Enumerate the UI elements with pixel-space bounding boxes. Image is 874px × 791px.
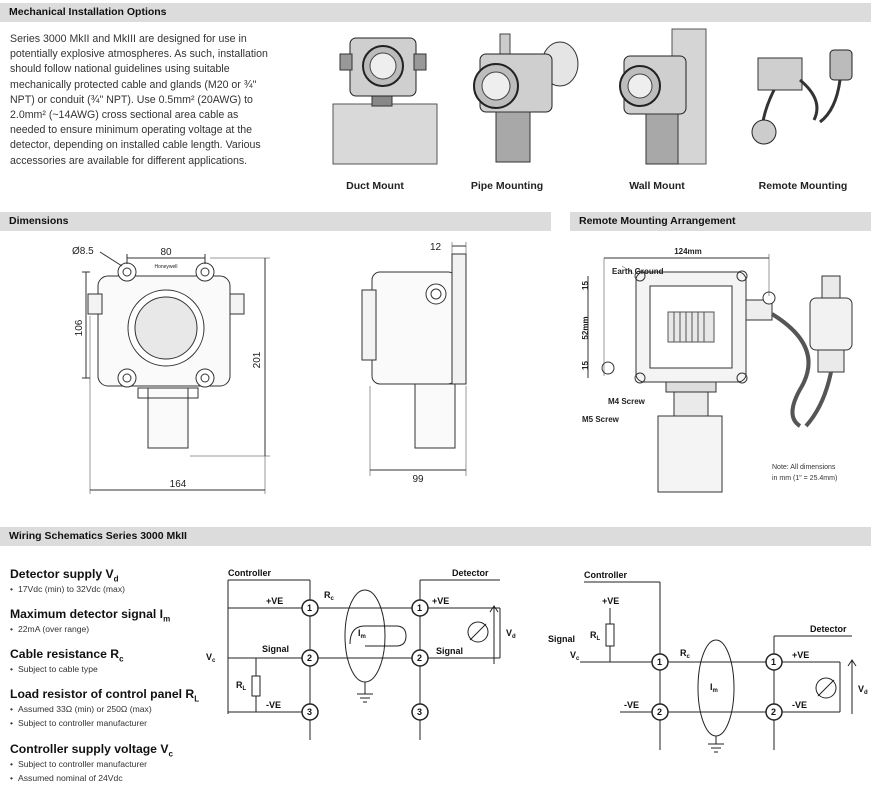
dim-52mm: 52mm (581, 316, 590, 339)
s1-detector-label: Detector (452, 568, 489, 578)
intro-text: Series 3000 MkII and MkIII are designed … (10, 33, 268, 167)
dim-99: 99 (412, 474, 424, 485)
dimensions-drawing: Honeywell Ø8.5 80 106 201 164 12 99 (72, 242, 467, 494)
caption-wall-mount: Wall Mount (629, 180, 685, 192)
remote-mounting-image (751, 49, 853, 145)
s1-vd: Vd (506, 628, 516, 640)
spec-bullet: Assumed 33Ω (min) or 250Ω (max) (10, 704, 152, 714)
remote-sensor (657, 415, 723, 493)
section-mechanical: Mechanical Installation Options (0, 3, 871, 22)
caption-remote-mounting: Remote Mounting (758, 180, 848, 192)
svg-text:3: 3 (417, 707, 422, 717)
spec-bullet: 17Vdc (min) to 32Vdc (max) (10, 584, 125, 594)
earth-ground-label: Earth Ground (612, 267, 664, 276)
s1-pve-right: +VE (432, 596, 449, 606)
section-wiring: Wiring Schematics Series 3000 MkII (0, 527, 871, 546)
svg-text:1: 1 (307, 603, 312, 613)
section-dimensions: Dimensions (0, 212, 551, 231)
s2-vd: Vd (858, 684, 868, 696)
s1-nve: -VE (266, 700, 281, 710)
spec-load-resistor: Load resistor of control panel RL (10, 687, 200, 704)
s2-terminal-nodes (651, 653, 783, 721)
svg-text:2: 2 (771, 707, 776, 717)
remote-detector (809, 297, 853, 351)
s2-nve-right: -VE (792, 700, 807, 710)
s2-detector-label: Detector (810, 624, 847, 634)
pipe-mounting-image (473, 33, 579, 163)
dim-124mm: 124mm (674, 247, 702, 256)
caption-duct-mount: Duct Mount (346, 180, 404, 192)
s2-load-resistor (605, 623, 615, 647)
svg-text:1: 1 (417, 603, 422, 613)
caption-pipe-mounting: Pipe Mounting (470, 180, 544, 192)
wall-mount-image (619, 28, 707, 165)
s1-vc: Vc (206, 652, 216, 664)
s2-pve-right: +VE (792, 650, 809, 660)
section-remote: Remote Mounting Arrangement (570, 212, 871, 231)
spec-bullet: Subject to cable type (10, 664, 98, 674)
m5-screw-label: M5 Screw (582, 415, 620, 424)
spec-max-signal: Maximum detector signal Im (10, 607, 171, 624)
load-resistor (251, 675, 261, 697)
wiring-schematic-3wire: Controller Detector +VE +VE Rc Signal Si… (206, 568, 516, 740)
svg-text:2: 2 (657, 707, 662, 717)
spec-bullet: Assumed nominal of 24Vdc (10, 773, 123, 783)
dim-80: 80 (160, 247, 172, 258)
spec-bullet: 22mA (over range) (10, 624, 89, 634)
terminal-nodes (301, 599, 429, 721)
terminal-block (667, 311, 715, 343)
dim-12: 12 (430, 242, 442, 253)
side-gland (425, 283, 447, 305)
dim-201: 201 (252, 351, 263, 368)
dim-15-bottom: 15 (581, 361, 590, 370)
s2-pve-left: +VE (602, 596, 619, 606)
s2-vc: Vc (570, 650, 580, 662)
dim-106: 106 (74, 319, 85, 336)
s1-signal-right: Signal (436, 646, 463, 656)
front-bolt-br (195, 368, 215, 388)
wiring-schematic-2wire: Controller +VE Signal RL Vc Rc Detector … (548, 570, 868, 753)
dim-brand: Honeywell (154, 264, 177, 270)
svg-text:1: 1 (771, 657, 776, 667)
front-bolt-bl (117, 368, 137, 388)
s2-im: Im (710, 682, 718, 694)
svg-text:3: 3 (307, 707, 312, 717)
s1-signal-left: Signal (262, 644, 289, 654)
s2-signal: Signal (548, 634, 575, 644)
front-bolt-tr (195, 262, 215, 282)
dim-164: 164 (170, 479, 187, 490)
note-line-1: Note: All dimensions (772, 464, 836, 471)
spec-controller-supply: Controller supply voltage Vc (10, 742, 173, 759)
spec-detector-supply: Detector supply Vd (10, 567, 119, 584)
s1-pve-left: +VE (266, 596, 283, 606)
dim-15-top: 15 (581, 281, 590, 290)
duct-mount-image (332, 37, 438, 165)
svg-text:2: 2 (417, 653, 422, 663)
s2-rc: Rc (680, 648, 691, 660)
svg-text:1: 1 (657, 657, 662, 667)
s1-im: Im (358, 628, 366, 640)
s2-nve-left: -VE (624, 700, 639, 710)
s1-controller-label: Controller (228, 568, 271, 578)
s1-rl: RL (236, 680, 247, 692)
remote-mounting-drawing: 124mm Earth Ground 15 52mm 15 M4 Screw M… (581, 247, 853, 493)
s1-rc: Rc (324, 590, 335, 602)
s2-controller-label: Controller (584, 570, 627, 580)
front-sensor (147, 387, 189, 449)
spec-bullet: Subject to controller manufacturer (10, 759, 147, 769)
m4-screw-label: M4 Screw (608, 397, 646, 406)
svg-text:2: 2 (307, 653, 312, 663)
side-sensor (414, 383, 456, 449)
spec-cable-resistance: Cable resistance Rc (10, 647, 124, 664)
spec-bullet: Subject to controller manufacturer (10, 718, 147, 728)
dim-hole: Ø8.5 (72, 246, 94, 257)
s2-rl: RL (590, 630, 601, 642)
note-line-2: in mm (1" = 25.4mm) (772, 475, 837, 482)
